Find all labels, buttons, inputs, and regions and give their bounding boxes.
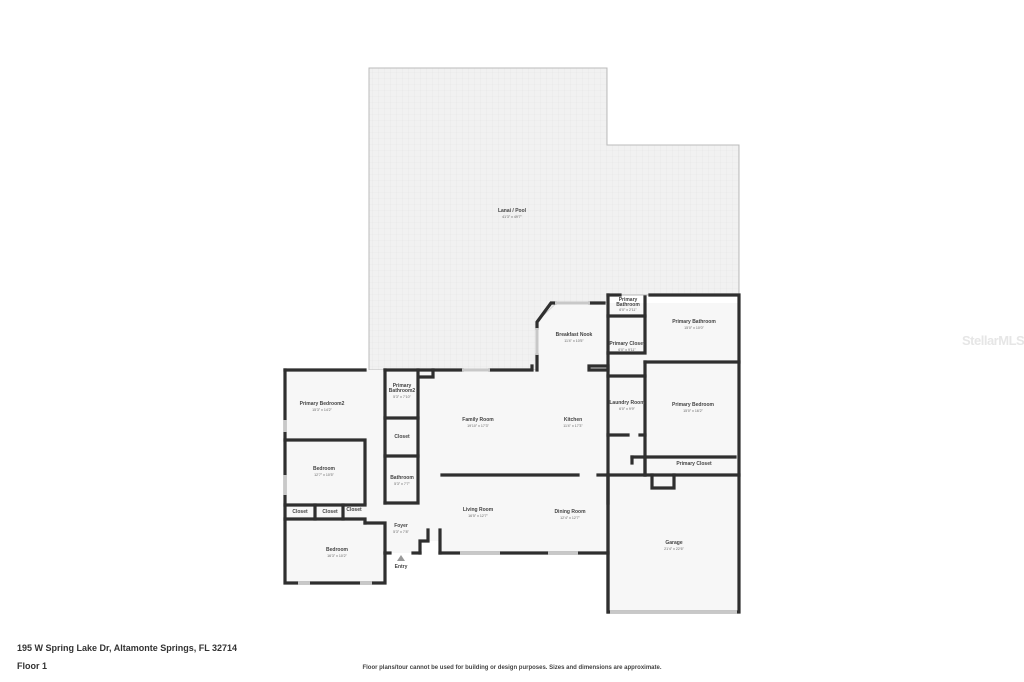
disclaimer: Floor plans/tour cannot be used for buil…: [362, 665, 662, 671]
room-dimensions: 11'4" x 10'5": [564, 339, 584, 343]
room-dimensions: 12'7" x 10'5": [314, 473, 334, 477]
room-dimensions: 6'0" x 9'9": [619, 407, 635, 411]
room-dimensions: 15'0" x 10'0": [684, 326, 704, 330]
room-label: Primary Bedroom: [672, 402, 715, 408]
room-label: Bedroom: [326, 547, 349, 553]
room-label: Closet: [322, 509, 338, 515]
room-label: Primary Bedroom2: [300, 401, 345, 407]
entry-label: Entry: [395, 564, 408, 570]
room-dimensions: 6'0" x 2'11": [619, 308, 637, 312]
room-dimensions: 21'4" x 22'6": [664, 547, 684, 551]
watermark-logo: StellarMLS: [962, 333, 1024, 348]
property-address: 195 W Spring Lake Dr, Altamonte Springs,…: [17, 643, 238, 653]
room-dimensions: 15'3" x 14'2": [312, 408, 332, 412]
walls: [283, 293, 741, 614]
room-dimensions: 5'3" x 7'7": [394, 482, 410, 486]
room-label: Bathroom: [390, 475, 414, 481]
room-dimensions: 16'3" x 10'2": [327, 554, 347, 558]
room-label: Primary Closet: [609, 341, 645, 347]
room-label: Closet: [346, 507, 362, 513]
room-label: Kitchen: [564, 417, 582, 423]
room-label: Closet: [292, 509, 308, 515]
room-label: Bedroom: [313, 466, 336, 472]
room-label: Bathroom2: [389, 388, 416, 394]
room-label: Garage: [665, 540, 682, 546]
room-label: Family Room: [462, 417, 494, 423]
room-label: Foyer: [394, 523, 408, 529]
floor-label: Floor 1: [17, 661, 48, 671]
room-label: Primary Bathroom: [672, 319, 716, 325]
room-label: Closet: [394, 434, 410, 440]
room-label: Living Room: [463, 507, 494, 513]
room-dimensions: 12'4" x 12'7": [560, 516, 580, 520]
windows: [283, 301, 737, 614]
room-dimensions: 16'5" x 12'7": [468, 514, 488, 518]
room-label: Primary: [393, 383, 412, 389]
room-label: Breakfast Nook: [556, 332, 593, 338]
room-dimensions: 41'3" x 49'7": [502, 215, 522, 219]
room-label: Dining Room: [554, 509, 586, 515]
room-dimensions: 5'3" x 7'8": [393, 530, 409, 534]
interior-floor: [285, 303, 739, 612]
room-dimensions: 19'10" x 17'3": [467, 424, 489, 428]
room-label: Bathroom: [616, 302, 640, 308]
room-label: Lanai / Pool: [498, 208, 527, 214]
room-label: Primary Closet: [676, 461, 712, 467]
room-dimensions: 5'3" x 7'10": [393, 395, 411, 399]
room-dimensions: 6'0" x 9'11": [618, 348, 636, 352]
entry-arrow-icon: [397, 555, 405, 561]
room-dimensions: 11'4" x 17'3": [563, 424, 583, 428]
room-dimensions: 15'0" x 16'2": [683, 409, 703, 413]
room-label: Primary: [619, 297, 638, 303]
room-label: Laundry Room: [609, 400, 645, 406]
